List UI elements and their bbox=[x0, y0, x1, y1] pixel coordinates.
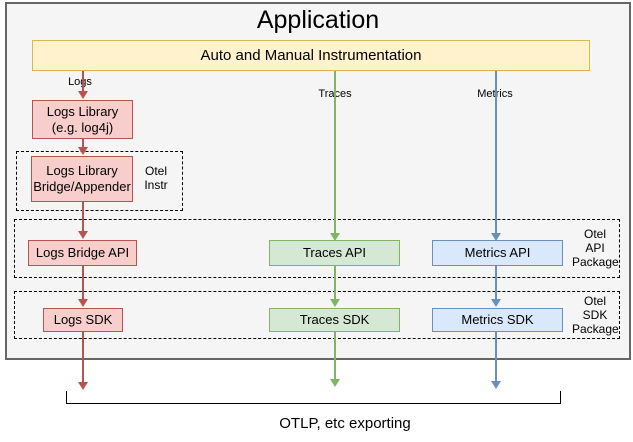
traces-sdk-node: Traces SDK bbox=[269, 308, 400, 332]
logs-edge-label: Logs bbox=[68, 76, 92, 88]
otel-instr-group-label: Otel Instr bbox=[144, 164, 168, 192]
logs-arrowhead-3 bbox=[78, 231, 88, 239]
otel-api-package-group-label: Otel API Package bbox=[572, 227, 619, 269]
logs-arrow-library-to-bridge bbox=[82, 139, 84, 148]
otel-sdk-package-group-label: Otel SDK Package bbox=[572, 294, 619, 336]
metrics-arrow-instr-to-api bbox=[495, 71, 497, 233]
logs-arrowhead-4 bbox=[78, 299, 88, 307]
metrics-edge-label: Metrics bbox=[473, 88, 517, 100]
otel-sdk-package-group bbox=[14, 291, 620, 339]
traces-api-node: Traces API bbox=[269, 240, 400, 266]
traces-arrowhead-2 bbox=[330, 299, 340, 307]
metrics-api-node: Metrics API bbox=[432, 240, 563, 266]
metrics-arrowhead-2 bbox=[491, 299, 501, 307]
logs-arrow-bridge-to-api bbox=[82, 202, 84, 231]
application-title: Application bbox=[256, 6, 380, 34]
traces-arrowhead-3 bbox=[330, 379, 340, 387]
logs-library-bridge-node: Logs Library Bridge/Appender bbox=[31, 156, 133, 202]
traces-arrow-instr-to-api bbox=[334, 71, 336, 233]
instrumentation-box: Auto and Manual Instrumentation bbox=[32, 40, 590, 71]
logs-arrow-api-to-sdk bbox=[82, 266, 84, 299]
metrics-arrow-api-to-sdk bbox=[495, 266, 497, 299]
logs-arrowhead-2 bbox=[78, 147, 88, 155]
logs-arrowhead-5 bbox=[78, 382, 88, 390]
logs-sdk-node: Logs SDK bbox=[43, 308, 123, 332]
traces-arrow-api-to-sdk bbox=[334, 266, 336, 299]
export-bracket bbox=[66, 391, 561, 404]
logs-arrow-sdk-to-export bbox=[82, 332, 84, 382]
logs-library-node: Logs Library (e.g. log4j) bbox=[32, 100, 133, 139]
metrics-sdk-node: Metrics SDK bbox=[432, 308, 563, 332]
exporting-label: OTLP, etc exporting bbox=[279, 415, 411, 432]
metrics-arrowhead-1 bbox=[491, 233, 501, 241]
instrumentation-label: Auto and Manual Instrumentation bbox=[200, 47, 422, 64]
logs-bridge-api-node: Logs Bridge API bbox=[28, 240, 137, 266]
traces-arrow-sdk-to-export bbox=[334, 332, 336, 379]
metrics-arrowhead-3 bbox=[491, 381, 501, 389]
metrics-arrow-sdk-to-export bbox=[495, 332, 497, 381]
otel-instr-group bbox=[16, 151, 183, 211]
traces-arrowhead-1 bbox=[330, 233, 340, 241]
logs-arrow-instr-to-library bbox=[82, 71, 84, 92]
otel-api-package-group bbox=[14, 219, 620, 278]
logs-arrowhead-1 bbox=[78, 91, 88, 99]
